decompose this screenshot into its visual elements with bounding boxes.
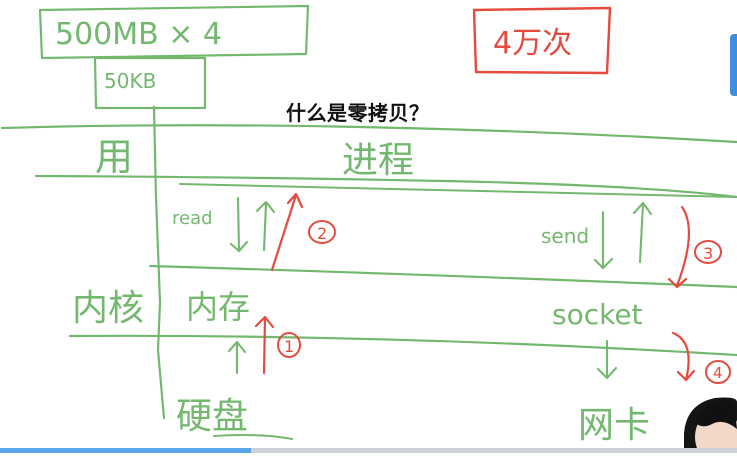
process-label: 进程 xyxy=(342,140,414,181)
chunk-box-outline xyxy=(93,56,207,110)
memory-label: 内存 xyxy=(186,288,250,326)
send-down-arrow-head xyxy=(593,257,614,270)
video-control-area xyxy=(0,453,737,472)
step2-circle xyxy=(308,220,336,244)
kernel-label: 内核 xyxy=(72,288,144,329)
step2-arrow-head xyxy=(286,192,304,209)
send-up-arrow-head xyxy=(632,201,653,216)
step1-arrow-head xyxy=(254,315,275,329)
step4-label: 4 xyxy=(713,364,723,382)
chunk-label: 50KB xyxy=(104,69,156,93)
read-up-arrow-head xyxy=(255,200,276,214)
send-label: send xyxy=(541,224,589,248)
size-box-outline xyxy=(38,4,310,60)
side-panel-tab[interactable] xyxy=(730,34,737,96)
read-label: read xyxy=(172,208,213,229)
count-label: 4万次 xyxy=(493,26,572,61)
send-up-arrow-shaft xyxy=(638,201,645,264)
line-user-top xyxy=(0,124,737,144)
page-title: 什么是零拷贝？ xyxy=(286,101,430,125)
read-up-arrow-shaft xyxy=(262,202,268,252)
line-kernel-bottom xyxy=(68,334,737,357)
boundary-line xyxy=(152,105,166,420)
step4-arrow-head xyxy=(676,369,696,382)
count-box-outline xyxy=(472,6,612,75)
read-down-arrow-head xyxy=(229,240,249,253)
step1-label: 1 xyxy=(284,337,294,356)
nic-label: 网卡 xyxy=(578,405,650,446)
line-kernel-top xyxy=(148,264,737,289)
step3-arrow-shaft xyxy=(675,205,690,288)
socket-label: socket xyxy=(552,298,643,331)
step2-label: 2 xyxy=(317,224,327,243)
step3-arrow-head xyxy=(667,277,688,289)
video-progress-bar[interactable] xyxy=(0,448,737,453)
disk-up-arrow-head xyxy=(227,340,247,354)
disk-underline xyxy=(213,434,293,440)
step4-arrow-shaft xyxy=(671,331,690,382)
step1-arrow-shaft xyxy=(262,316,267,375)
size-label: 500MB × 4 xyxy=(55,17,222,52)
step2-arrow-shaft xyxy=(270,193,298,272)
user-label: 用 xyxy=(95,135,133,179)
line-user-bottom xyxy=(34,174,737,199)
video-progress-fill xyxy=(0,448,251,453)
step4-circle xyxy=(705,360,731,384)
step3-circle xyxy=(694,240,722,264)
disk-label: 硬盘 xyxy=(176,396,248,437)
step1-circle xyxy=(277,332,301,358)
line-process-bottom xyxy=(179,183,737,198)
step3-label: 3 xyxy=(703,244,713,263)
read-down-arrow-shaft xyxy=(236,196,241,253)
nic-down-arrow-head xyxy=(596,366,618,380)
